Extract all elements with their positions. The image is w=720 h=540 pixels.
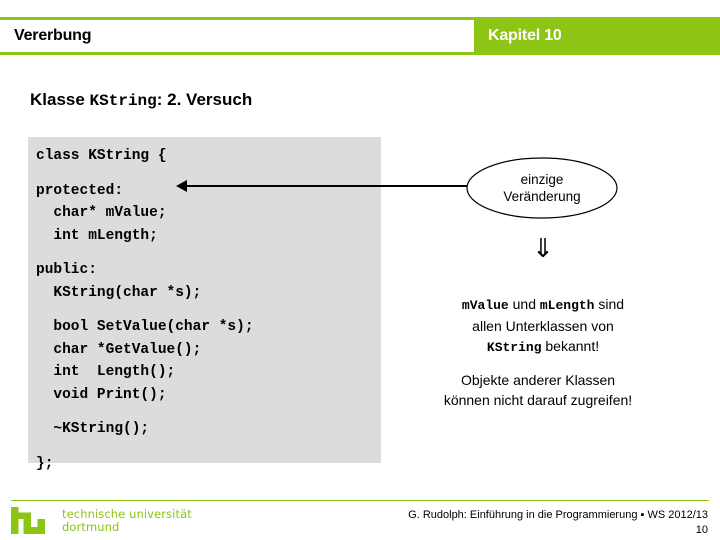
callout-line-1: einzige [520, 172, 564, 187]
chapter-label: Kapitel 10 [488, 27, 562, 44]
code-block: class KString {protected: char* mValue; … [28, 137, 381, 472]
slide-subtitle-class-name: KString [89, 92, 157, 110]
note1-und: und [508, 296, 540, 312]
code-blank-line [28, 168, 381, 180]
note1-mlength: mLength [539, 298, 595, 313]
slide-subtitle-prefix: Klasse [30, 90, 90, 109]
callout-line-2: Veränderung [503, 189, 581, 204]
note-inheritance-visibility: mValue und mLength sind allen Unterklass… [398, 294, 688, 358]
code-blank-line [28, 304, 381, 316]
code-line: public: [36, 262, 97, 278]
footer-page-number: 10 [695, 524, 708, 536]
footer-credit: G. Rudolph: Einführung in die Programmie… [408, 509, 708, 521]
note1-kstring: KString [486, 340, 542, 355]
slide-subtitle: Klasse KString: 2. Versuch [30, 90, 252, 110]
note2-line1: Objekte anderer Klassen [460, 372, 616, 388]
slide-header: Vererbung Kapitel 10 [0, 17, 720, 55]
code-line: protected: [36, 182, 124, 199]
code-line: class KString { [36, 148, 167, 164]
chapter-badge: Kapitel 10 [474, 20, 720, 52]
slide-subtitle-suffix: : 2. Versuch [156, 90, 253, 109]
page-title: Vererbung [14, 27, 92, 44]
code-line: int mLength; [36, 227, 158, 244]
note2-line2: können nicht darauf zugreifen! [443, 392, 633, 408]
tu-logo-line-1: technische universität [62, 507, 192, 521]
tu-logo-line-2: dortmund [62, 520, 120, 534]
code-line: char *GetValue(); [36, 341, 202, 358]
code-line: }; [36, 455, 54, 472]
code-line: char* mValue; [36, 205, 167, 221]
footer-divider [11, 500, 709, 501]
note1-bekannt: bekannt! [541, 338, 600, 354]
callout-arrow-head-icon [176, 180, 187, 192]
note1-line2: allen Unterklassen von [472, 318, 614, 334]
footer-credit-block: G. Rudolph: Einführung in die Programmie… [408, 508, 708, 538]
code-line: void Print(); [36, 386, 167, 403]
code-line: bool SetValue(char *s); [36, 319, 254, 335]
callout-ellipse-text: einzige Veränderung [466, 157, 618, 219]
code-line: KString(char *s); [36, 284, 202, 301]
code-line: ~KString(); [36, 421, 150, 437]
note-access-restriction: Objekte anderer Klassen können nicht dar… [388, 370, 688, 410]
callout-ellipse: einzige Veränderung [466, 157, 618, 219]
code-line: int Length(); [36, 364, 176, 380]
tu-logo-icon [11, 507, 45, 534]
double-down-arrow-icon: ⇓ [532, 234, 554, 264]
tu-logo-text: technische universität dortmund [62, 507, 192, 534]
tu-dortmund-logo: technische universität dortmund [11, 507, 192, 534]
note1-mvalue: mValue [461, 298, 509, 313]
code-blank-line [28, 441, 381, 453]
code-blank-line [28, 406, 381, 418]
note1-sind: sind [594, 296, 625, 312]
callout-arrow-line [185, 185, 470, 187]
code-blank-line [28, 247, 381, 259]
